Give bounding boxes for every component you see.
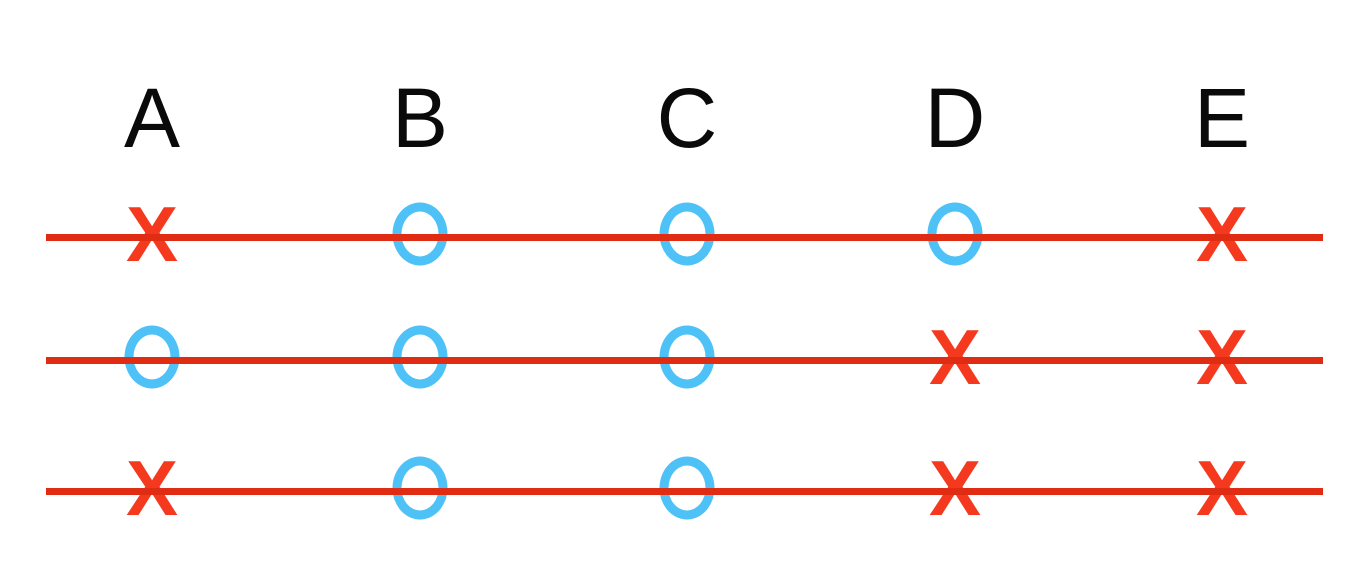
column-label-a: A <box>123 71 181 165</box>
row-3-line <box>46 488 1323 495</box>
column-label-c: C <box>656 71 718 165</box>
column-label-d: D <box>924 71 986 165</box>
column-label-e: E <box>1193 71 1251 165</box>
column-label-b: B <box>391 71 449 165</box>
row-1-line <box>46 234 1323 241</box>
row-2-line <box>46 357 1323 364</box>
